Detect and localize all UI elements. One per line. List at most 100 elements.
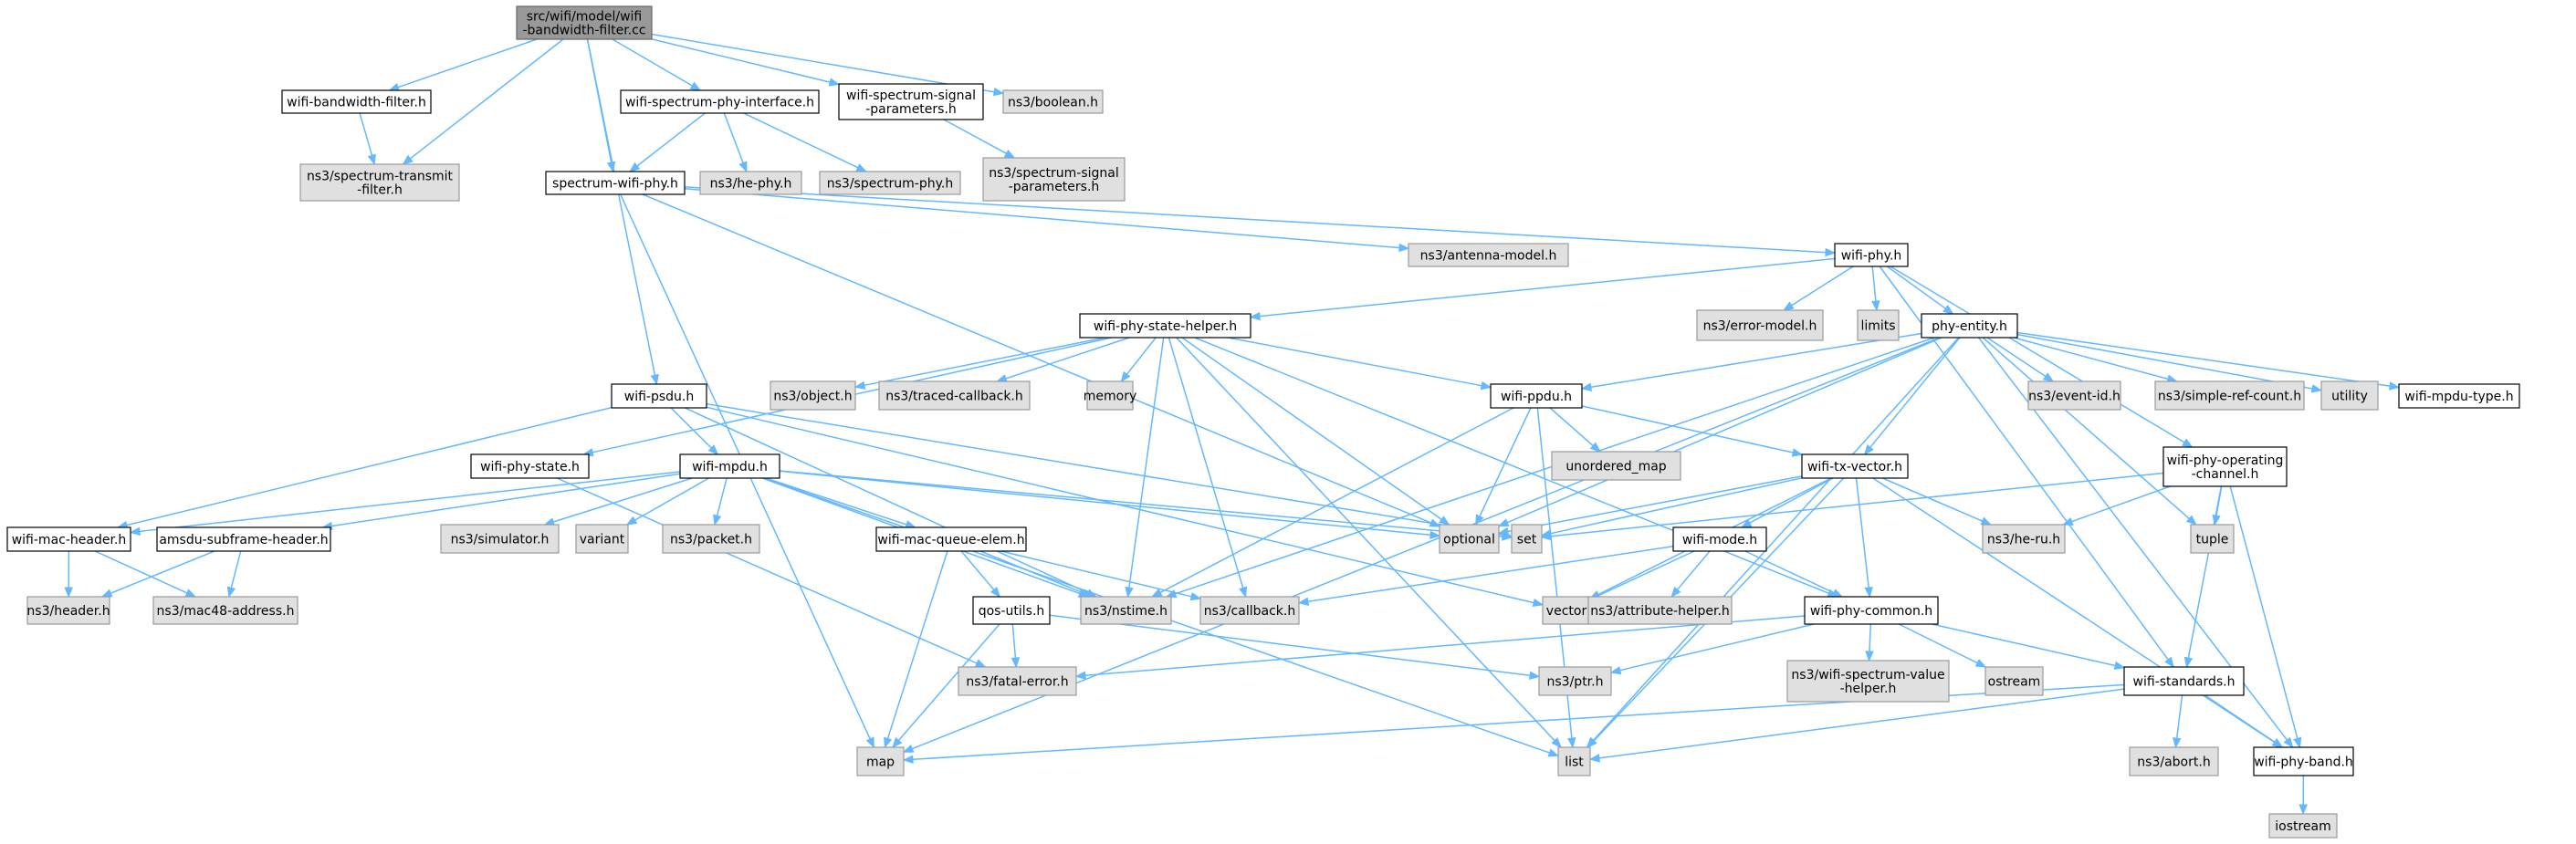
edge-line <box>126 406 613 526</box>
node-pent[interactable]: phy-entity.h <box>1921 313 2018 339</box>
node-header: ns3/header.h <box>26 596 110 625</box>
node-label: memory <box>1084 390 1137 404</box>
node-heru: ns3/he-ru.h <box>1982 524 2066 554</box>
node-set: set <box>1511 524 1543 554</box>
node-box <box>819 171 961 195</box>
node-box <box>878 380 1031 411</box>
edge-line <box>2175 694 2183 739</box>
edge-line <box>1259 257 1836 318</box>
node-box <box>156 526 331 552</box>
edge-arrowhead <box>1125 586 1134 599</box>
edge-line <box>1869 337 1961 448</box>
edge-wmode-to-callback <box>1297 545 1674 606</box>
edge-pent-to-mpdut <box>2016 331 2401 391</box>
edge-arrowhead <box>884 736 893 749</box>
node-srcnt: ns3/simple-ref-count.h <box>2154 380 2305 411</box>
node-label: ns3/event-id.h <box>2028 390 2120 404</box>
edge-line <box>1598 688 2125 759</box>
node-poc[interactable]: wifi-phy-operating-channel.h <box>2162 446 2288 487</box>
node-psdu[interactable]: wifi-psdu.h <box>611 383 707 409</box>
node-pstate[interactable]: wifi-phy-state.h <box>470 453 590 479</box>
edge-arrowhead <box>1580 382 1593 391</box>
edge-arrowhead <box>2182 438 2194 448</box>
edge-pent-to-ppdu <box>1580 332 1922 391</box>
edge-mpdu-to-optional <box>779 470 1441 539</box>
node-iostream: iostream <box>2268 813 2338 839</box>
edge-pcommon-to-ptr <box>1609 623 1815 675</box>
node-mpdu[interactable]: wifi-mpdu.h <box>679 453 780 479</box>
node-callback: ns3/callback.h <box>1199 596 1300 625</box>
edge-arrowhead <box>2299 804 2308 816</box>
edge-line <box>706 402 1503 536</box>
node-box <box>440 524 560 554</box>
node-box <box>1921 313 2018 339</box>
edge-arrowhead <box>1974 659 1987 668</box>
node-label: -bandwidth-filter.cc <box>522 24 645 38</box>
node-swp[interactable]: spectrum-wifi-phy.h <box>545 171 686 195</box>
node-pcommon[interactable]: wifi-phy-common.h <box>1804 596 1939 625</box>
edge-psdu-to-nstime <box>684 407 1098 598</box>
node-label: variant <box>580 533 625 547</box>
node-box <box>1672 526 1767 552</box>
node-root[interactable]: src/wifi/model/wifi-bandwidth-filter.cc <box>516 5 653 40</box>
node-mpdut[interactable]: wifi-mpdu-type.h <box>2398 383 2520 409</box>
node-bwf[interactable]: wifi-bandwidth-filter.h <box>281 89 432 114</box>
node-label: -channel.h <box>2192 467 2259 482</box>
edge-qos-to-ptr <box>1049 614 1541 680</box>
node-box <box>2129 746 2219 776</box>
node-band[interactable]: wifi-phy-band.h <box>2253 746 2354 776</box>
node-psh[interactable]: wifi-phy-state-helper.h <box>1079 313 1251 339</box>
node-box <box>575 524 629 554</box>
edge-arrowhead <box>1189 592 1202 601</box>
edge-arrowhead <box>1151 588 1163 598</box>
edge-arrowhead <box>707 444 719 455</box>
node-label: ns3/packet.h <box>670 533 752 547</box>
node-abort: ns3/abort.h <box>2129 746 2219 776</box>
node-label: ns3/callback.h <box>1204 604 1295 619</box>
edge-arrowhead <box>367 153 376 166</box>
node-box <box>620 89 820 114</box>
edge-arrowhead <box>629 162 641 172</box>
edge-arrowhead <box>1586 737 1597 748</box>
node-label: wifi-standards.h <box>2133 675 2236 690</box>
node-label: ns3/wifi-spectrum-value <box>1791 668 1944 682</box>
edge-line <box>94 550 188 594</box>
node-txv[interactable]: wifi-tx-vector.h <box>1801 453 1909 479</box>
edge-line <box>1000 550 1192 598</box>
node-sim: ns3/simulator.h <box>440 524 560 554</box>
node-box <box>611 383 707 409</box>
node-box <box>516 5 653 40</box>
edge-arrowhead <box>1540 532 1552 541</box>
edge-arrowhead <box>974 659 987 668</box>
node-box <box>972 596 1051 625</box>
edge-arrowhead <box>1589 442 1601 453</box>
node-box <box>2154 380 2305 411</box>
edge-psh-to-tcb <box>996 337 1130 383</box>
edge-line <box>1011 623 1017 659</box>
node-amsdu[interactable]: amsdu-subframe-header.h <box>156 526 331 552</box>
edge-psh-to-optional <box>1181 337 1450 526</box>
node-label: spectrum-wifi-phy.h <box>552 177 678 192</box>
node-spi[interactable]: wifi-spectrum-phy-interface.h <box>620 89 820 114</box>
node-mqe[interactable]: wifi-mac-queue-elem.h <box>875 526 1027 552</box>
node-qos[interactable]: qos-utils.h <box>972 596 1051 625</box>
node-ssp[interactable]: wifi-spectrum-signal-parameters.h <box>838 83 984 120</box>
edge-arrowhead <box>1497 518 1510 527</box>
edge-line <box>1855 477 1869 589</box>
node-wstd[interactable]: wifi-standards.h <box>2123 666 2245 696</box>
node-box <box>1542 596 1591 625</box>
edge-line <box>1590 332 1922 389</box>
node-wphy[interactable]: wifi-phy.h <box>1834 243 1909 267</box>
node-ppdu[interactable]: wifi-ppdu.h <box>1490 383 1583 409</box>
edge-arrowhead <box>650 373 659 386</box>
edge-line <box>2229 485 2299 739</box>
node-wmode[interactable]: wifi-mode.h <box>1672 526 1767 552</box>
edge-arrowhead <box>2062 517 2074 526</box>
edge-psdu-to-set <box>706 402 1513 539</box>
edge-mpdu-to-amsdu <box>321 473 681 531</box>
edge-line <box>779 470 1503 537</box>
node-mach[interactable]: wifi-mac-header.h <box>6 526 131 552</box>
nodes-layer: src/wifi/model/wifi-bandwidth-filter.cc w… <box>6 5 2520 839</box>
edge-mqe-to-nstime <box>979 550 1094 598</box>
edge-mpdu-to-mach <box>129 471 681 537</box>
